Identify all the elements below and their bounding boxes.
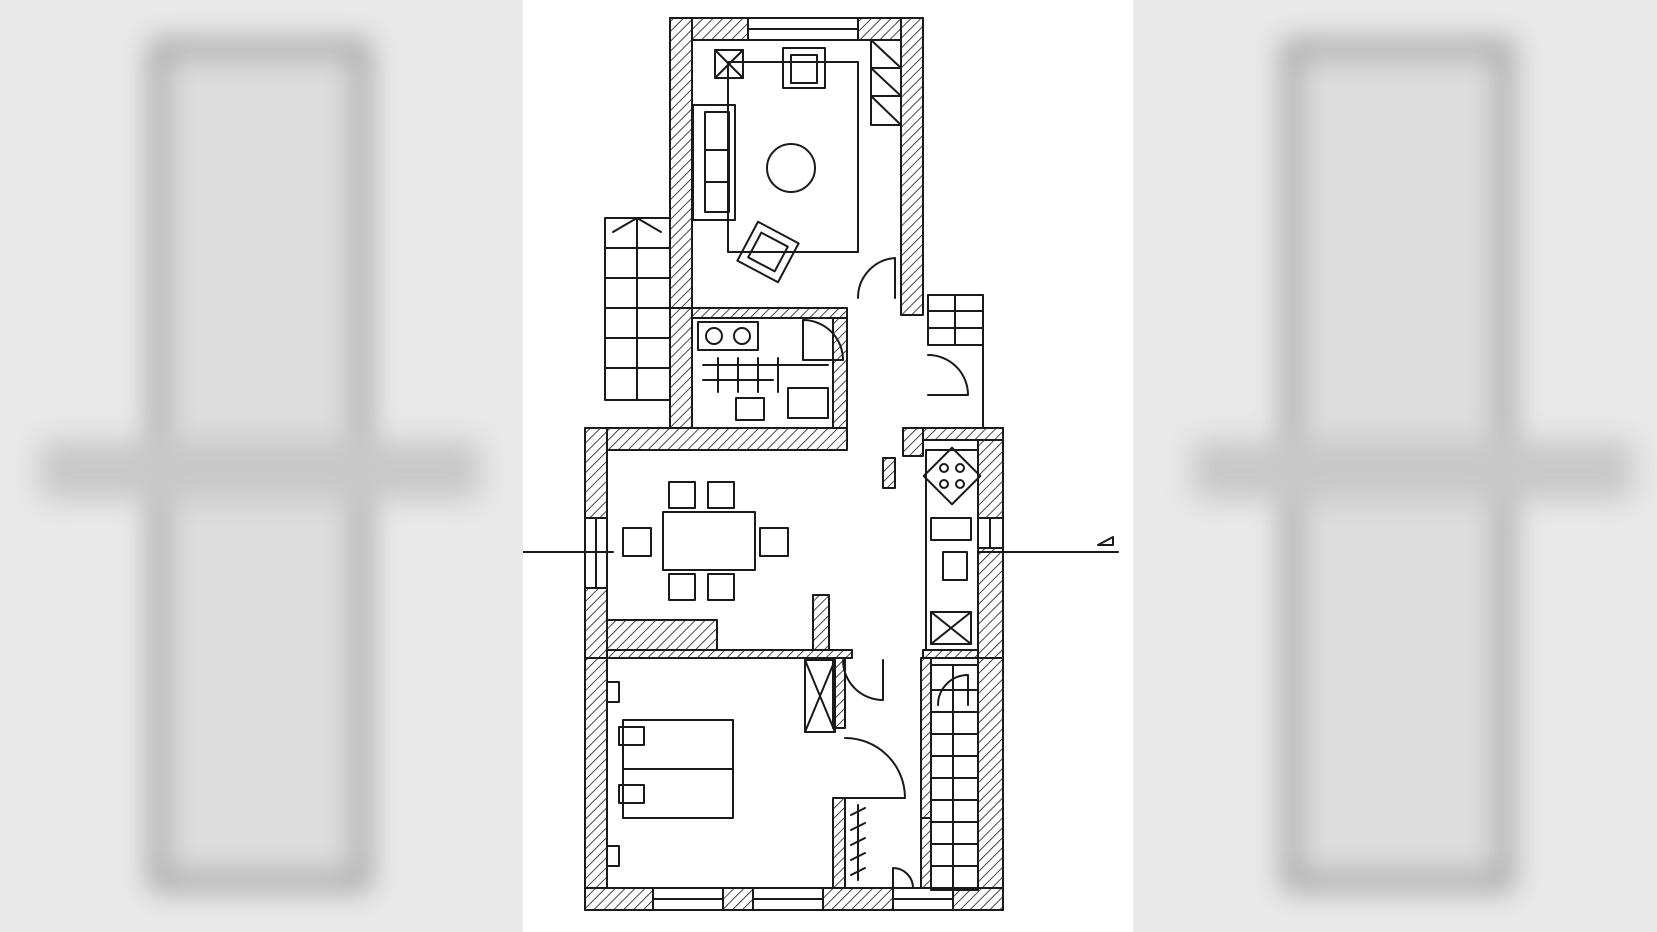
tiled-floor [702, 357, 829, 393]
dining-room [622, 481, 814, 651]
section-arrow-icon [1097, 536, 1114, 546]
blurred-plan-copy-right [1193, 40, 1633, 890]
fridge [930, 611, 972, 645]
counter [787, 387, 829, 419]
door-swing-icon [802, 319, 844, 361]
interior-walls [606, 457, 979, 889]
chair-icon [622, 481, 789, 601]
coat-rack [850, 804, 866, 881]
door-swing-icon [927, 354, 969, 396]
wardrobe [804, 659, 836, 733]
door-swing-icon [844, 737, 906, 799]
kitchen [922, 446, 1119, 651]
door-swing-icon [937, 674, 969, 706]
living-room [692, 39, 902, 299]
stove-icon [922, 446, 982, 506]
bed-icon [618, 719, 734, 819]
round-table-icon [766, 143, 816, 193]
shelf-unit [870, 39, 902, 126]
sink-icon [735, 397, 765, 421]
utility-room [697, 319, 844, 421]
blurred-backdrop-right [1133, 0, 1657, 932]
blurred-backdrop-left [0, 0, 523, 932]
stove-icon [697, 321, 759, 351]
nightstand [606, 681, 620, 703]
entrance-hall [842, 659, 914, 889]
staircase-icon [927, 294, 984, 429]
exterior-walls [584, 17, 1004, 911]
door-swing-icon [892, 867, 914, 889]
rug [727, 61, 859, 253]
armchair-icon [736, 220, 800, 284]
blurred-plan-copy-left [40, 40, 480, 890]
staircase-icon [604, 217, 671, 401]
sofa-icon [692, 104, 736, 221]
bedroom [606, 659, 906, 867]
sink-icon [942, 551, 968, 581]
stair-hall [930, 664, 979, 891]
floorplan-canvas [523, 0, 1133, 932]
dining-table [662, 511, 756, 571]
nightstand [606, 845, 620, 867]
floorplan-drawing [523, 17, 1119, 911]
armchair-icon [782, 47, 826, 89]
floor-lamp-icon [714, 49, 744, 79]
door-swing-icon [856, 257, 896, 299]
door-swing-icon [842, 659, 884, 701]
windows [584, 17, 1004, 911]
